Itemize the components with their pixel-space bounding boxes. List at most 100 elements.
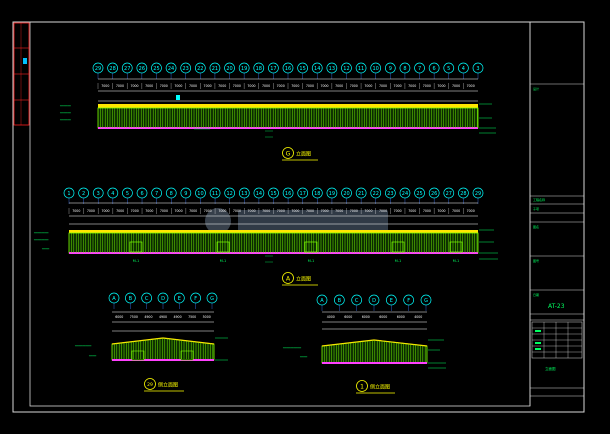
axis-label: C	[145, 296, 149, 302]
axis-label: 8	[403, 66, 406, 72]
axis-label: E	[390, 298, 393, 304]
axis-label: A	[112, 296, 116, 302]
dimension-text: 7000	[306, 84, 314, 88]
dimension-text: 6000	[397, 315, 405, 319]
dimension-text: 7000	[233, 84, 241, 88]
dimension-text: 7000	[306, 209, 314, 213]
sheet-number: AT-23	[548, 303, 565, 310]
dimension-text: 7000	[408, 84, 416, 88]
elevation-title: A 立面图	[282, 272, 318, 286]
axis-label: 22	[197, 66, 203, 72]
svg-text:图号: 图号	[533, 258, 539, 263]
svg-text:工程名称: 工程名称	[533, 197, 545, 202]
dimension-text: 7000	[364, 84, 372, 88]
dimension-text: 7000	[87, 209, 95, 213]
axis-label: 19	[329, 191, 335, 197]
dimension-text: 7000	[423, 209, 431, 213]
axis-label: 7	[418, 66, 421, 72]
axis-label: 27	[124, 66, 130, 72]
dimension-text: 7000	[350, 84, 358, 88]
door-label: M-1	[220, 259, 227, 263]
elevation-title: G 立面图	[282, 147, 318, 161]
left-annotation: ━━━━━━	[59, 111, 71, 115]
title-bubble: G	[286, 151, 291, 158]
dimension-text: 7000	[248, 209, 256, 213]
dimension-text: 4900	[144, 315, 152, 319]
axis-label: G	[210, 296, 214, 302]
axis-label: 10	[197, 191, 203, 197]
base-line	[322, 362, 427, 364]
axis-label: 27	[446, 191, 452, 197]
dimension-text: 7000	[262, 209, 270, 213]
axis-label: 11	[212, 191, 218, 197]
axis-label: 3	[97, 191, 100, 197]
door-panel	[131, 350, 145, 361]
axis-label: 11	[358, 66, 364, 72]
dimension-text: 7000	[204, 209, 212, 213]
dimension-text: 7000	[408, 209, 416, 213]
axis-label: 23	[387, 191, 393, 197]
sheet-title: 立面图	[545, 366, 556, 371]
axis-label: 1	[67, 191, 70, 197]
axis-label: 4	[111, 191, 114, 197]
dimension-text: 7000	[247, 84, 255, 88]
dimension-text: 7000	[116, 84, 124, 88]
axis-label: 17	[270, 66, 276, 72]
axis-label: 13	[329, 66, 335, 72]
axis-label: 21	[212, 66, 218, 72]
dimension-text: 7000	[277, 209, 285, 213]
axis-label: 10	[373, 66, 379, 72]
roof-edge	[111, 337, 215, 345]
axis-label: A	[320, 298, 324, 304]
dimension-text: 7000	[101, 84, 109, 88]
axis-label: 13	[241, 191, 247, 197]
axis-label: G	[424, 298, 428, 304]
dimension-text: 7000	[379, 209, 387, 213]
axis-label: 29	[475, 191, 481, 197]
watermark-logo	[205, 208, 388, 234]
left-annotation: ━━━━	[41, 247, 49, 251]
facade-panel	[97, 107, 479, 129]
axis-label: 26	[431, 191, 437, 197]
dimension-text: 7000	[116, 209, 124, 213]
base-line	[98, 127, 478, 129]
axis-label: 23	[183, 66, 189, 72]
dimension-text: 7000	[423, 84, 431, 88]
title-bubble: A	[286, 276, 291, 283]
dimension-text: 7000	[350, 209, 358, 213]
title-text: 立面图	[296, 151, 311, 158]
title-bubble: 29	[147, 382, 153, 388]
elevation-title: 29 侧立面图	[144, 378, 184, 392]
axis-label: 20	[343, 191, 349, 197]
dimension-text: 7000	[145, 84, 153, 88]
axis-label: 5	[126, 191, 129, 197]
level-markers-right	[479, 103, 496, 134]
axis-label: D	[372, 298, 376, 304]
dimension-text: 7000	[437, 209, 445, 213]
dimension-text: 7000	[160, 209, 168, 213]
axis-label: 14	[256, 191, 262, 197]
svg-text:设计: 设计	[533, 86, 539, 91]
axis-label: 12	[343, 66, 349, 72]
axis-label: 29	[95, 66, 101, 72]
left-annotation: ━━━━━━	[59, 104, 71, 108]
dimension-text: 7000	[160, 84, 168, 88]
left-annotation: ━━━━━━━━	[33, 231, 49, 235]
roof-band	[98, 104, 478, 108]
axis-label: 24	[168, 66, 174, 72]
axis-label: 14	[314, 66, 320, 72]
dimension-text: 7000	[189, 84, 197, 88]
axis-label: 16	[285, 191, 291, 197]
dimension-text: 7000	[321, 209, 329, 213]
revision-table	[531, 321, 583, 359]
dimension-text: 7000	[189, 209, 197, 213]
elevation-title: 1 侧立面图	[356, 380, 395, 394]
dimension-text: 4000	[414, 315, 422, 319]
dimension-text: 6000	[362, 315, 370, 319]
